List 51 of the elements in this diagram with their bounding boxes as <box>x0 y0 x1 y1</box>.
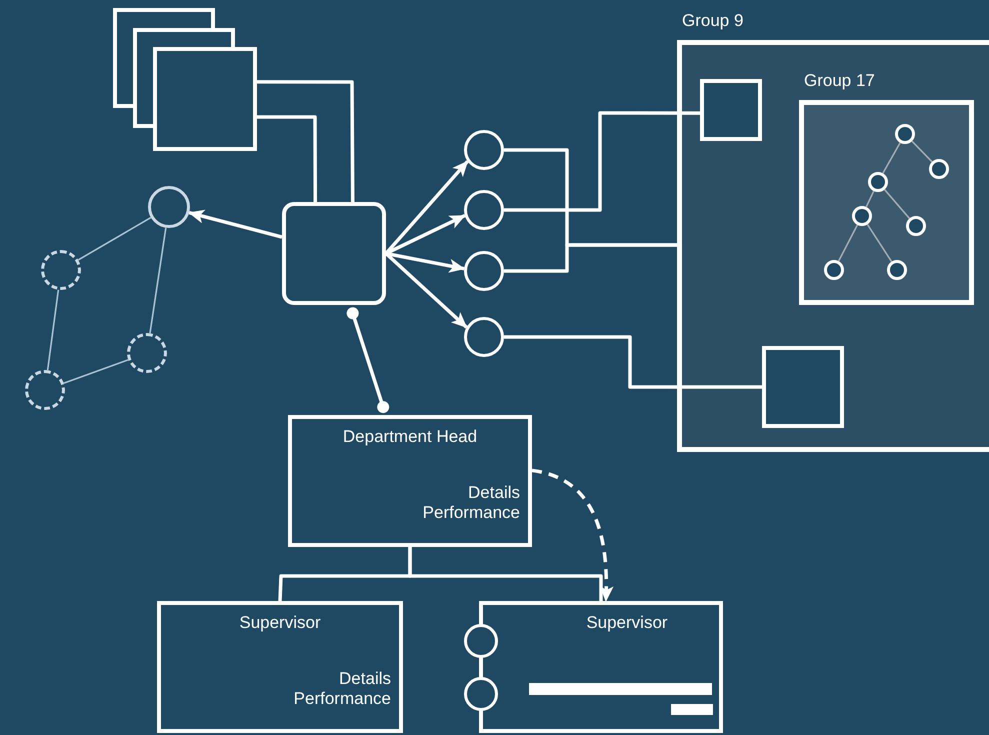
connector-line <box>911 140 933 162</box>
circle-node <box>464 130 504 170</box>
dot-ended-connector <box>346 307 390 414</box>
circle-node <box>464 317 504 357</box>
role-card <box>479 601 723 733</box>
group-label: Group 17 <box>804 71 875 91</box>
dashed-circle-node <box>127 333 167 373</box>
circle-node <box>464 677 498 711</box>
connector-line <box>866 224 892 262</box>
circle-node <box>148 186 190 228</box>
circle-node <box>824 260 844 280</box>
connector-line <box>257 80 354 202</box>
connector-line <box>866 190 874 208</box>
connector-line <box>884 189 910 219</box>
rounded-box <box>282 202 386 305</box>
connector-line <box>257 115 318 202</box>
connector-line <box>408 547 603 601</box>
circle-node <box>464 624 498 658</box>
connector-line <box>64 359 128 384</box>
arrow <box>532 468 614 602</box>
card-title: Supervisor <box>585 613 669 633</box>
connector-line <box>504 111 700 212</box>
circle-node <box>852 206 872 226</box>
circle-node <box>868 172 888 192</box>
role-card <box>288 415 532 547</box>
group-label: Group 9 <box>682 11 744 31</box>
connector-line <box>838 224 858 262</box>
card-title: Department Head <box>342 427 478 447</box>
circle-node <box>895 124 915 144</box>
circle-node <box>929 159 949 179</box>
circle-node <box>887 260 907 280</box>
stacked-boxes <box>113 8 257 151</box>
card-details: Details Performance <box>292 669 391 709</box>
circle-node <box>464 251 504 291</box>
card-details: Details Performance <box>422 483 520 523</box>
arrow <box>188 210 282 239</box>
connector-line <box>882 142 901 174</box>
connector-line <box>46 290 60 370</box>
square-box <box>700 79 762 141</box>
dashed-circle-node <box>25 370 65 410</box>
arrow <box>384 252 468 329</box>
circle-node <box>906 216 926 236</box>
card-title: Supervisor <box>238 613 322 633</box>
square-box <box>762 346 844 428</box>
connector-line <box>504 335 762 389</box>
dashed-circle-node <box>41 250 81 290</box>
circle-node <box>464 190 504 230</box>
connector-line <box>504 243 677 273</box>
connector-line <box>149 228 167 334</box>
connector-line <box>78 216 152 261</box>
role-card <box>157 601 403 733</box>
